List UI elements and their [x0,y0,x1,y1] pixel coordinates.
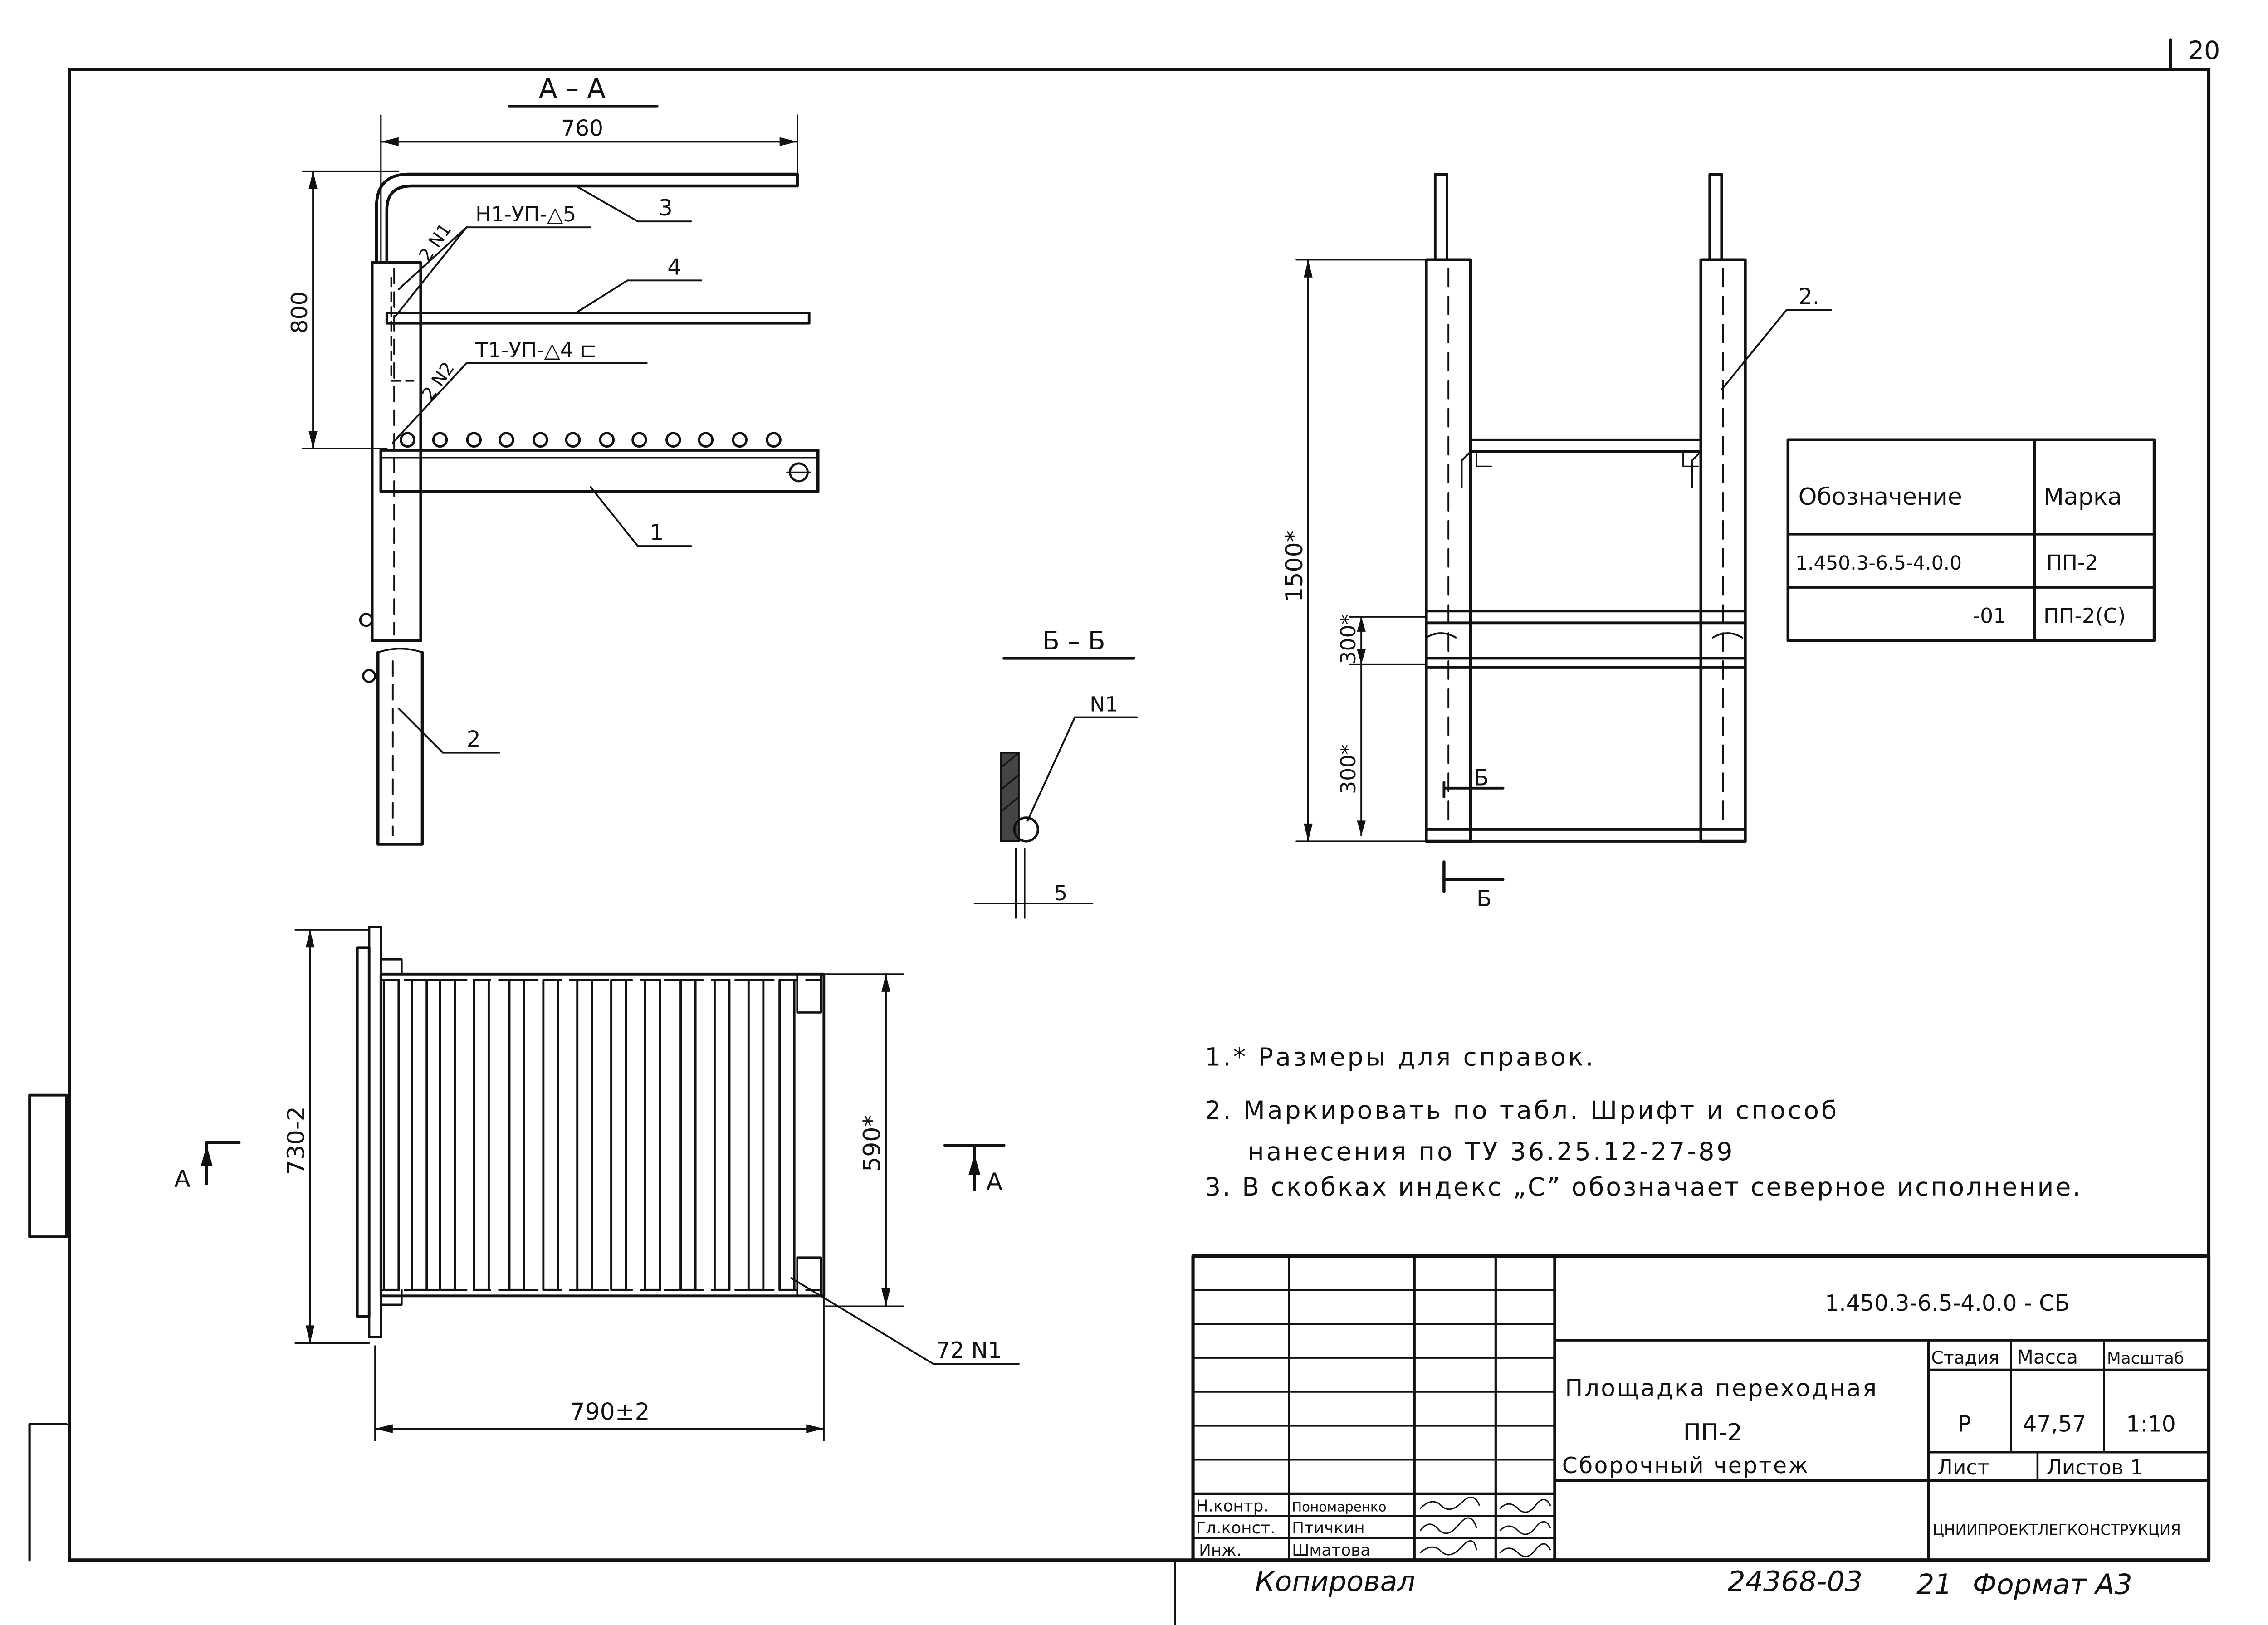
dim-300-top: 300* [1336,615,1360,664]
grating-bars-section [400,432,782,448]
note-3: 3. В скобках индекс „С” обозначает север… [1205,1173,2082,1202]
footer-handwriting: Копировал 24368-03 21 Формат А3 [1255,1565,2132,1601]
title-block: 1.450.3-6.5-4.0.0 - СБ Площадка переходн… [1191,1254,2211,1562]
cut-label-bottom: Б [1476,886,1491,912]
leader-2: 2 [467,727,481,752]
sig-name-3: Шматова [1292,1541,1370,1560]
dim-300-bottom: 300* [1336,744,1360,794]
section-bb-title: Б – Б [1042,627,1105,656]
dim-1500: 1500* [1281,530,1308,602]
grating-bars-plan [382,979,796,1291]
leader-72-n1: 72 N1 [936,1337,1002,1363]
title-line-3: Сборочный чертеж [1562,1453,1810,1479]
section-aa-view: А – А 760 800 [287,73,820,846]
scale-value: 1:10 [2126,1411,2176,1437]
stage-value: Р [1958,1411,1971,1437]
marks-row-2-designation: -01 [1973,604,2006,628]
marks-row-1-designation: 1.450.3-6.5-4.0.0 [1795,552,1962,574]
doc-code: 1.450.3-6.5-4.0.0 - СБ [1825,1290,2069,1316]
stage-header: Стадия [1931,1348,1999,1368]
mass-header: Масса [2017,1346,2078,1368]
note-1: 1.* Размеры для справок. [1205,1043,1596,1072]
organization: ЦНИИПРОЕКТЛЕГКОНСТРУКЦИЯ [1933,1521,2181,1538]
sheet-label: Лист [1937,1455,1989,1479]
sig-role-3: Инж. [1199,1541,1242,1560]
marks-row-1-mark: ПП-2 [2046,551,2098,575]
mass-value: 47,57 [2023,1411,2086,1437]
title-line-2: ПП-2 [1683,1419,1742,1446]
format-label: Формат А3 [1973,1568,2132,1601]
marks-row-2-mark: ПП-2(С) [2043,604,2126,628]
sheets-label: Листов 1 [2046,1455,2143,1479]
title-line-1: Площадка переходная [1565,1375,1878,1402]
sig-name-1: Пономаренко [1292,1499,1386,1514]
marks-header-designation: Обозначение [1799,483,1962,511]
dim-590: 590* [859,1115,886,1172]
scale-header: Масштаб [2107,1349,2184,1368]
leader-1: 1 [650,520,664,546]
leader-n1-bb: N1 [1090,693,1118,717]
front-view: 1500* 300* 300* Б Б 2. [1281,173,1832,912]
leader-3: 3 [659,195,673,221]
cut-right-label: А [986,1168,1002,1196]
sheet-number-bottom: 21 [1916,1568,1952,1601]
sig-role-1: Н.контр. [1196,1497,1269,1515]
handwritten-signatures [1419,1497,1551,1557]
leader-4: 4 [667,254,681,280]
sig-name-2: Птичкин [1292,1519,1365,1537]
frame [28,38,2211,1625]
archive-number: 24368-03 [1727,1565,1862,1598]
dim-800: 800 [287,291,313,333]
marks-header-mark: Марка [2043,483,2122,511]
dim-730: 730-2 [283,1106,310,1175]
cut-left-label: А [174,1165,191,1192]
notes: 1.* Размеры для справок. 2. Маркировать … [1205,1043,2082,1202]
sig-role-2: Гл.конст. [1196,1519,1276,1537]
copied-by: Копировал [1255,1565,1415,1598]
note-2: 2. Маркировать по табл. Шрифт и способ [1205,1096,1839,1125]
dim-760: 760 [561,115,603,141]
section-bb-view: Б – Б N1 5 [973,627,1138,919]
weld-text-1: Н1-УП-△5 [475,202,576,226]
plan-view: 730-2 590* 790±2 72 N1 А А [174,926,1020,1441]
page-number: 20 [2188,36,2220,65]
note-2-cont: нанесения по ТУ 36.25.12-27-89 [1247,1137,1735,1166]
dim-5: 5 [1054,881,1067,905]
section-aa-title: А – А [539,73,606,104]
dim-790: 790±2 [570,1399,650,1426]
weld-text-2: Т1-УП-△4 ⊏ [475,338,597,362]
cut-label-top: Б [1474,765,1489,791]
front-leader-2: 2. [1799,283,1820,309]
marks-table: Обозначение Марка 1.450.3-6.5-4.0.0 ПП-2… [1786,438,2156,642]
